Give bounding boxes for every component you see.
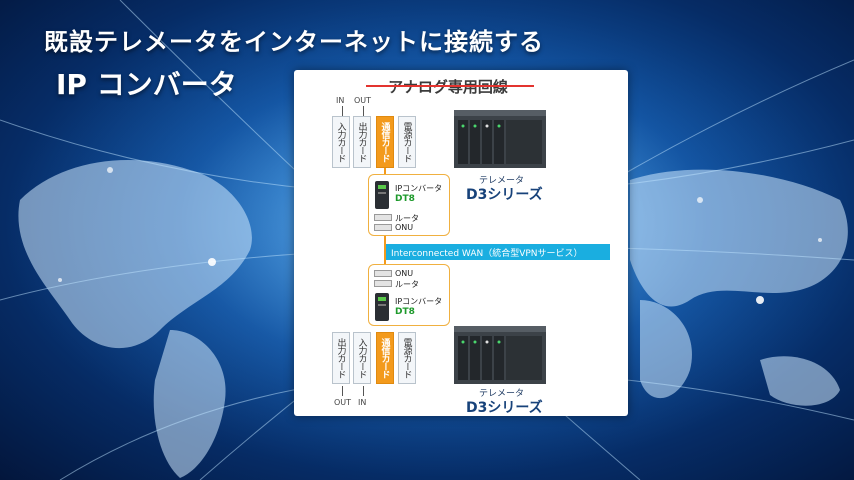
card-comm-bottom: 通信カード — [376, 332, 394, 384]
card-input-bottom: 入力カード — [353, 332, 371, 384]
telemeter-label-top: テレメータ — [479, 176, 525, 186]
glow-dots — [58, 167, 822, 304]
telemeter-series-top: D3シリーズ — [466, 187, 543, 203]
port-out-bottom: OUT — [334, 398, 352, 407]
continent-shapes — [18, 160, 848, 478]
headline: 既設テレメータをインターネットに接続する — [44, 28, 544, 56]
telemeter-rack-icon — [454, 110, 546, 168]
card-output-top: 出力カード — [353, 116, 371, 168]
converter-device-icon — [375, 181, 389, 209]
converter-device-icon — [375, 293, 389, 321]
card-power-top: 電源カード — [398, 116, 416, 168]
bottom-router-label: ルータ — [395, 280, 419, 289]
title-block: 既設テレメータをインターネットに接続する IP コンバータ — [44, 22, 544, 103]
router-box-top — [374, 214, 392, 221]
telemeter-label-bottom: テレメータ — [479, 389, 525, 399]
comm-line — [384, 168, 386, 326]
arrow-in-bottom — [363, 386, 364, 396]
card-power-bottom: 電源カード — [398, 332, 416, 384]
top-onu-label: ONU — [395, 223, 414, 232]
telemeter-series-bottom: D3シリーズ — [466, 400, 543, 416]
card-comm-top: 通信カード — [376, 116, 394, 168]
arrow-out-bottom — [342, 386, 343, 396]
top-converter-label: IPコンバータ — [395, 184, 443, 193]
wan-bar: Interconnected WAN（統合型VPNサービス） — [386, 244, 610, 260]
top-converter-model: DT8 — [395, 194, 415, 204]
product-name: IP コンバータ — [56, 68, 237, 101]
telemeter-rack-icon — [454, 326, 546, 384]
arrow-in-top — [342, 106, 343, 116]
strikethrough-line — [366, 85, 534, 87]
arrow-out-top — [363, 106, 364, 116]
bottom-converter-label: IPコンバータ — [395, 297, 443, 306]
bottom-onu-label: ONU — [395, 269, 414, 278]
port-in-bottom: IN — [358, 398, 367, 407]
diagram-panel: アナログ専用回線 IN OUT 入力カード 出力カード 通信カード 電源カード … — [294, 70, 628, 416]
card-input-top: 入力カード — [332, 116, 350, 168]
bottom-converter-model: DT8 — [395, 307, 415, 317]
card-output-bottom: 出力カード — [332, 332, 350, 384]
port-in-top: IN — [336, 96, 345, 105]
router-box-bottom — [374, 280, 392, 287]
onu-box-top — [374, 224, 392, 231]
panel-title: アナログ専用回線 — [388, 78, 508, 96]
port-out-top: OUT — [354, 96, 372, 105]
top-router-label: ルータ — [395, 214, 419, 223]
onu-box-bottom — [374, 270, 392, 277]
